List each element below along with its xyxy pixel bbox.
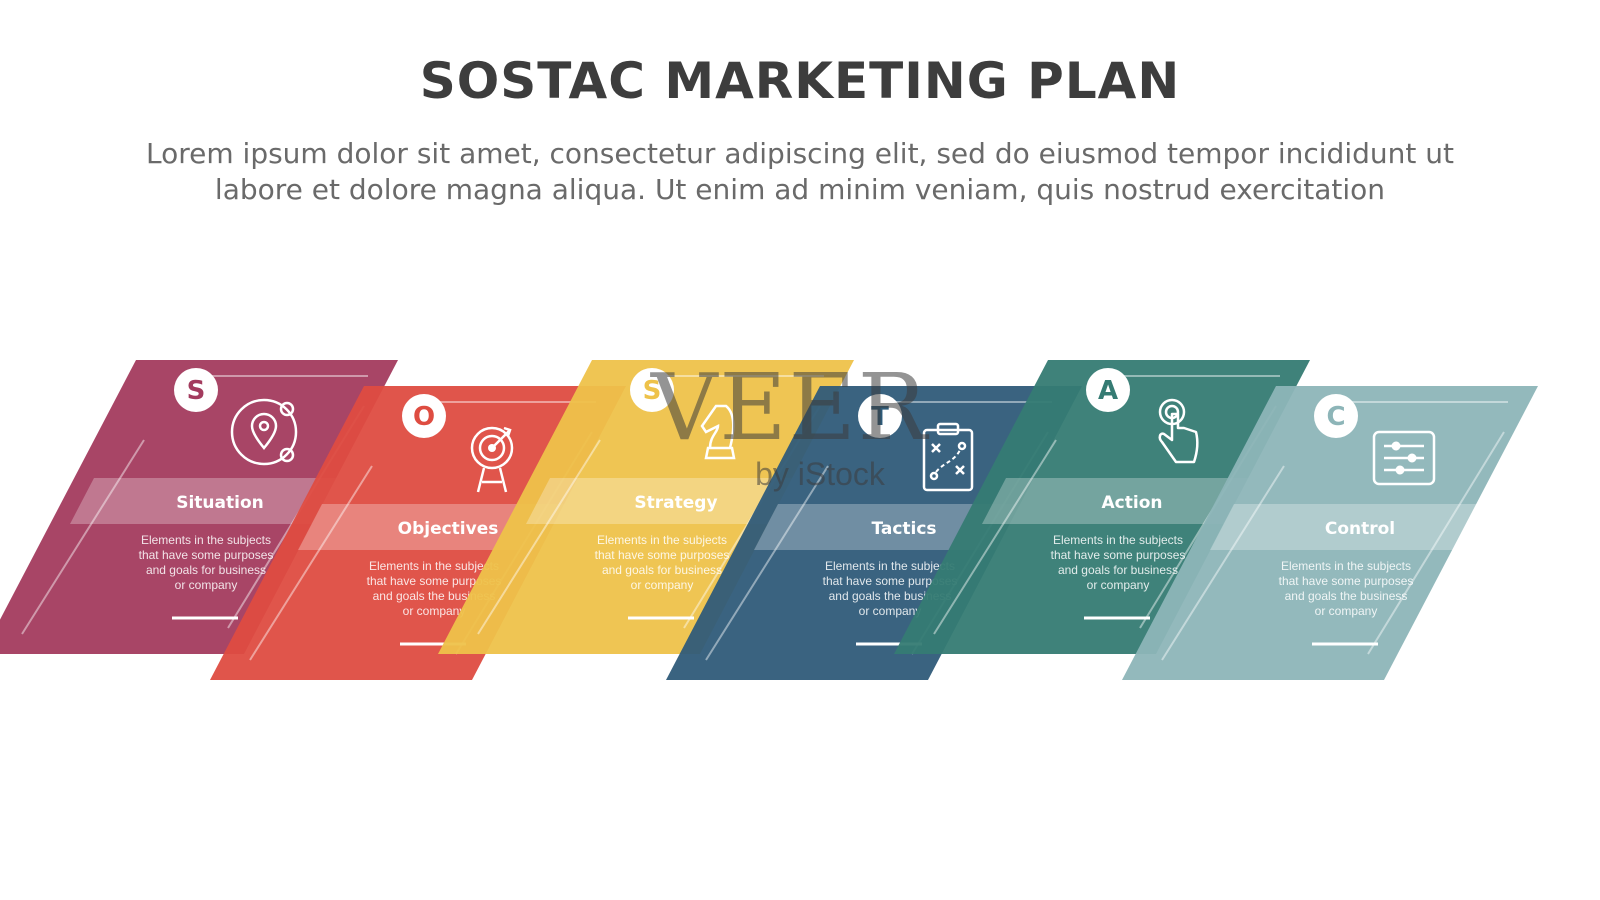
letter-badge-text: A	[1098, 376, 1118, 406]
card-shape	[666, 386, 1082, 680]
target-arrow-icon	[470, 426, 514, 493]
step-title: Control	[1325, 519, 1395, 539]
step-description-line: Elements in the subjects	[597, 533, 727, 547]
step-title: Situation	[176, 493, 264, 513]
step-description-line: that have some purposes	[595, 548, 730, 562]
step-description-line: that have some purposes	[823, 574, 958, 588]
card-shape	[894, 360, 1310, 654]
letter-badge	[1086, 368, 1130, 412]
step-description-line: Elements in the subjects	[1053, 533, 1183, 547]
step-description-line: Elements in the subjects	[141, 533, 271, 547]
step-description-line: or company	[859, 604, 922, 618]
letter-badge	[174, 368, 218, 412]
hand-tap-icon	[1158, 398, 1199, 464]
card-shape	[210, 386, 626, 680]
step-description-line: and goals for business	[1058, 563, 1178, 577]
step-description-line: and goals the business	[373, 589, 496, 603]
step-title: Action	[1102, 493, 1163, 513]
sliders-control-icon	[1372, 430, 1436, 486]
step-description-line: that have some purposes	[139, 548, 274, 562]
card-shape	[0, 360, 398, 654]
step-title: Strategy	[634, 493, 717, 513]
step-description-line: Elements in the subjects	[825, 559, 955, 573]
step-description-line: Elements in the subjects	[1281, 559, 1411, 573]
clipboard-play-icon	[922, 422, 974, 492]
step-description-line: and goals the business	[1285, 589, 1408, 603]
letter-badge-text: T	[871, 402, 889, 432]
title-band	[526, 478, 798, 524]
title-band	[1210, 504, 1482, 550]
letter-badge-text: C	[1326, 402, 1345, 432]
step-description-line: that have some purposes	[367, 574, 502, 588]
step-description-line: or company	[1315, 604, 1378, 618]
card-frame-lines	[1161, 401, 1508, 661]
page-subtitle: Lorem ipsum dolor sit amet, consectetur …	[146, 137, 1454, 206]
step-description-line: Elements in the subjects	[369, 559, 499, 573]
step-description-line: that have some purposes	[1051, 548, 1186, 562]
title-band	[70, 478, 342, 524]
step-description-line: and goals for business	[602, 563, 722, 577]
step-title: Tactics	[871, 519, 936, 539]
step-description-line: or company	[175, 578, 238, 592]
step-title: Objectives	[398, 519, 499, 539]
letter-badge	[858, 394, 902, 438]
step-description-line: or company	[631, 578, 694, 592]
step-description-line: and goals for business	[146, 563, 266, 577]
letter-badge-text: S	[643, 376, 662, 406]
letter-badge	[402, 394, 446, 438]
step-description-line: that have some purposes	[1279, 574, 1414, 588]
card-shape	[438, 360, 854, 654]
letter-badge	[1314, 394, 1358, 438]
title-band	[982, 478, 1254, 524]
step-description-line: or company	[1087, 578, 1150, 592]
step-description-line: and goals the business	[829, 589, 952, 603]
chess-knight-icon	[700, 404, 736, 460]
letter-badge	[630, 368, 674, 412]
location-pin-orbit-icon	[230, 398, 298, 466]
letter-badge-text: O	[413, 402, 435, 432]
step-description-line: or company	[403, 604, 466, 618]
letter-badge-text: S	[187, 376, 206, 406]
page-title: SOSTAC MARKETING PLAN	[419, 52, 1181, 110]
